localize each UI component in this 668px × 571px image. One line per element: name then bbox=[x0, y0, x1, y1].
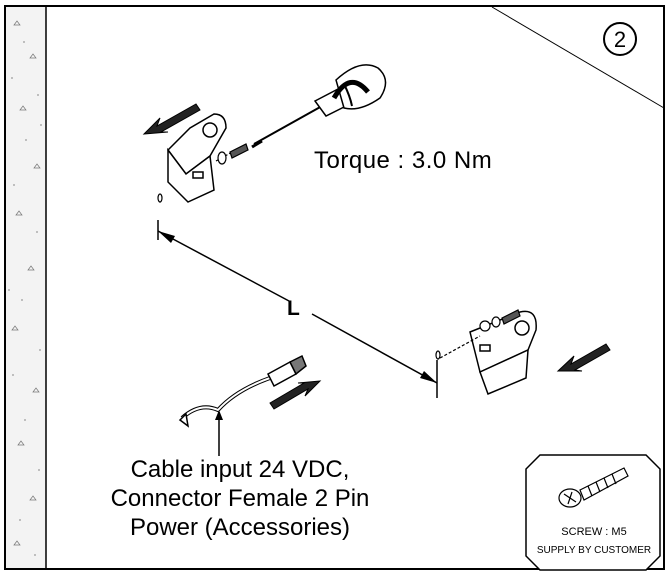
cable-note-line-1: Cable input 24 VDC, bbox=[130, 456, 350, 483]
anchor-mark-left bbox=[157, 193, 163, 240]
arrow-left-lower-icon bbox=[556, 343, 611, 372]
screwdriver-icon bbox=[251, 64, 387, 149]
cable-note: Cable input 24 VDC, Connector Female 2 P… bbox=[40, 455, 440, 542]
screw-name-label: SCREW : M5 bbox=[561, 526, 627, 538]
step-number-text: 2 bbox=[614, 27, 626, 52]
screw-upper-icon bbox=[215, 143, 249, 165]
arrow-left-upper-icon bbox=[142, 103, 201, 135]
screw-spec-box bbox=[525, 454, 661, 571]
step-number-circle bbox=[603, 22, 637, 56]
screw-lower-icon bbox=[439, 309, 521, 359]
dimension-line-l bbox=[157, 230, 438, 398]
anchor-mark-right bbox=[435, 350, 441, 360]
screw-m5-icon bbox=[558, 467, 629, 508]
wall-section bbox=[6, 7, 47, 568]
bracket-upper bbox=[167, 113, 227, 203]
diagram-frame bbox=[4, 5, 665, 570]
arrow-right-icon bbox=[269, 380, 322, 410]
power-cable bbox=[178, 354, 307, 428]
torque-label: Torque : 3.0 Nm bbox=[314, 147, 493, 174]
corner-line bbox=[491, 6, 665, 109]
dimension-label: L bbox=[287, 297, 300, 320]
screw-supply-note: SUPPLY BY CUSTOMER bbox=[536, 545, 652, 556]
cable-note-line-2: Connector Female 2 Pin bbox=[110, 485, 370, 512]
cable-note-line-3: Power (Accessories) bbox=[129, 514, 351, 541]
